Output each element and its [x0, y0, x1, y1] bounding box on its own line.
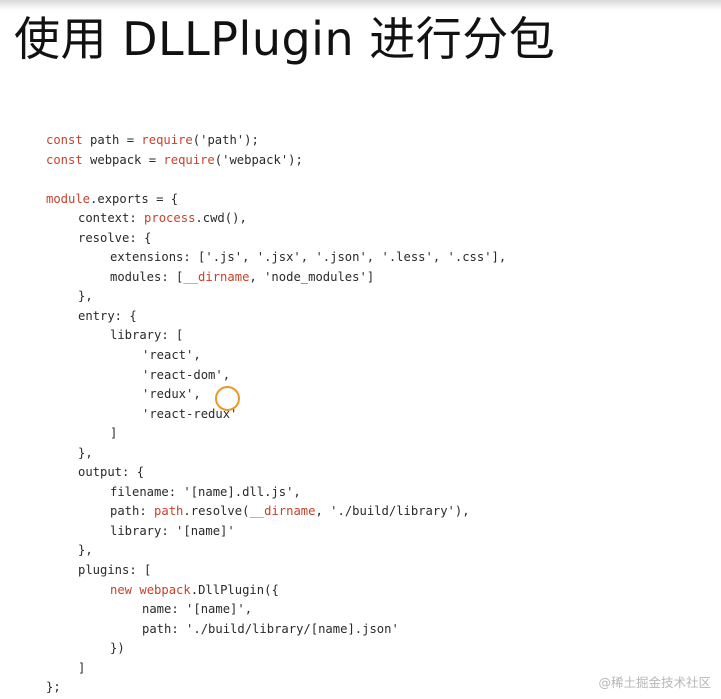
- code-text: library: '[name]': [110, 523, 235, 538]
- watermark: @稀土掘金技术社区: [598, 675, 711, 690]
- code-keyword: __dirname: [183, 269, 250, 284]
- code-text: .DllPlugin({: [190, 582, 279, 597]
- code-text: },: [78, 289, 93, 304]
- code-line: extensions: ['.js', '.jsx', '.json', '.l…: [46, 248, 506, 268]
- code-line: ]: [46, 659, 506, 679]
- code-text: context:: [78, 211, 145, 226]
- code-line: },: [46, 444, 506, 464]
- code-line: 'redux',: [46, 385, 506, 405]
- code-text: };: [46, 680, 61, 695]
- code-text: }): [110, 641, 125, 656]
- code-keyword: process: [144, 211, 196, 226]
- code-line: const webpack = require('webpack');: [46, 151, 506, 171]
- code-keyword: require: [141, 133, 193, 147]
- code-block: const path = require('path');const webpa…: [46, 131, 506, 698]
- code-line: library: [: [46, 326, 506, 346]
- code-text: ]: [110, 426, 118, 441]
- code-line: }): [46, 639, 506, 659]
- code-keyword: __dirname: [249, 504, 316, 519]
- code-text: path: './build/library/[name].json': [142, 621, 399, 636]
- code-text: modules: [: [110, 269, 184, 284]
- code-text: extensions: ['.js', '.jsx', '.json', '.l…: [110, 250, 507, 265]
- code-text: , 'node_modules']: [249, 269, 375, 284]
- code-text: .exports = {: [90, 191, 179, 206]
- code-text: 'react',: [142, 348, 201, 363]
- code-text: filename: '[name].dll.js',: [110, 484, 301, 499]
- code-text: resolve: {: [78, 230, 152, 245]
- code-text: ]: [78, 660, 86, 675]
- code-line: plugins: [: [46, 561, 506, 581]
- code-keyword: module: [46, 191, 91, 206]
- code-line: 'react-dom',: [46, 366, 506, 386]
- code-line: modules: [__dirname, 'node_modules']: [46, 268, 506, 288]
- code-text: path:: [110, 504, 155, 519]
- code-line: 'react',: [46, 346, 506, 366]
- code-text: name: '[name]',: [142, 602, 253, 617]
- code-line: entry: {: [46, 307, 506, 327]
- code-text: },: [78, 445, 93, 460]
- code-line: [46, 170, 506, 190]
- code-text: .resolve(: [183, 504, 250, 519]
- code-keyword: const: [46, 133, 83, 147]
- code-text: 'redux',: [142, 387, 201, 402]
- code-line: new webpack.DllPlugin({: [46, 581, 506, 601]
- code-line: };: [46, 678, 506, 698]
- code-text: library: [: [110, 328, 184, 343]
- code-keyword: require: [163, 152, 215, 167]
- code-keyword: const: [46, 152, 83, 167]
- code-keyword: new: [110, 582, 140, 597]
- code-text: plugins: [: [78, 563, 152, 578]
- code-line: },: [46, 541, 506, 561]
- slide-title: 使用 DLLPlugin 进行分包: [14, 12, 556, 66]
- code-line: name: '[name]',: [46, 600, 506, 620]
- code-line: 'react-redux': [46, 405, 506, 425]
- code-line: resolve: {: [46, 229, 506, 249]
- code-line: output: {: [46, 463, 506, 483]
- code-text: , './build/library'),: [315, 504, 470, 519]
- cursor-highlight-ring: [215, 386, 240, 411]
- code-text: webpack =: [82, 152, 164, 167]
- code-text: output: {: [78, 465, 145, 480]
- code-line: },: [46, 287, 506, 307]
- code-text: path =: [82, 133, 142, 147]
- code-text: },: [78, 543, 93, 558]
- code-line: const path = require('path');: [46, 131, 506, 151]
- code-text: 'react-redux': [142, 406, 238, 421]
- code-keyword: webpack: [139, 582, 191, 597]
- code-line: module.exports = {: [46, 190, 506, 210]
- code-text: 'react-dom',: [142, 367, 231, 382]
- code-line: ]: [46, 424, 506, 444]
- code-line: path: path.resolve(__dirname, './build/l…: [46, 502, 506, 522]
- code-line: path: './build/library/[name].json': [46, 620, 506, 640]
- code-text: entry: {: [78, 308, 137, 323]
- code-text: ('path');: [192, 133, 259, 147]
- code-line: library: '[name]': [46, 522, 506, 542]
- code-text: ('webpack');: [214, 152, 303, 167]
- code-line: context: process.cwd(),: [46, 209, 506, 229]
- code-keyword: path: [154, 504, 184, 519]
- video-top-bar: [0, 0, 721, 10]
- code-text: .cwd(),: [195, 211, 247, 226]
- code-line: filename: '[name].dll.js',: [46, 483, 506, 503]
